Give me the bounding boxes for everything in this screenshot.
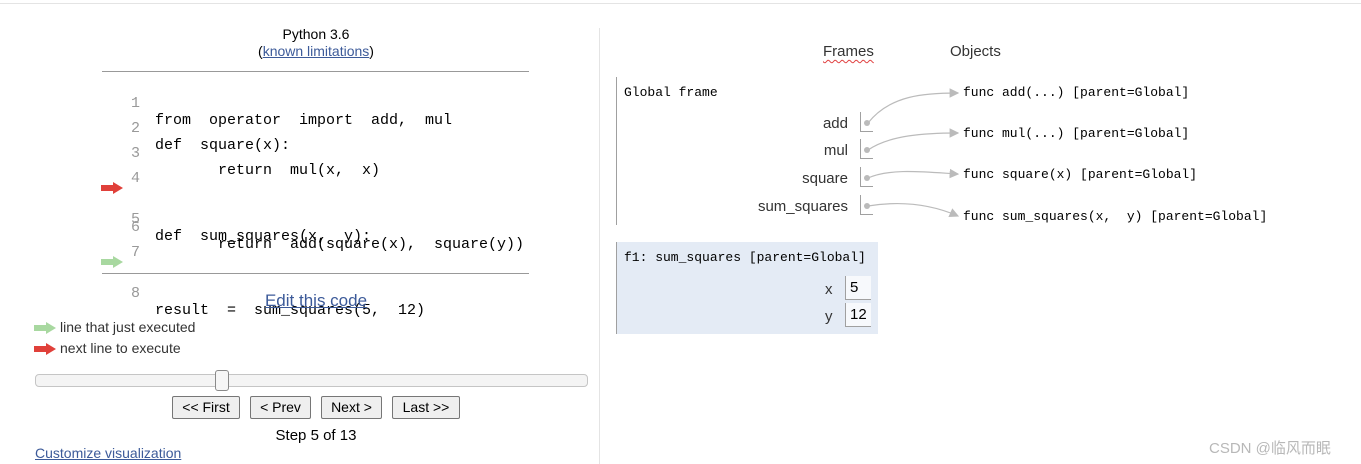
first-button[interactable]: << First: [172, 396, 240, 419]
arrow-sum-squares: [867, 203, 960, 218]
edit-code-link[interactable]: Edit this code: [264, 291, 368, 310]
top-border: [0, 3, 1361, 4]
f1-value-y: 12: [845, 303, 871, 327]
code-line: 1 from operator import add, mul: [102, 78, 529, 129]
pointer-cell: [860, 195, 873, 215]
frames-header: Frames: [823, 43, 874, 60]
arrow-mul: [867, 128, 960, 151]
pointer-cell: [860, 167, 873, 187]
code-text: def sum_squares(x, y):: [155, 228, 372, 245]
code-text: return add(square(x), square(y)): [155, 236, 525, 253]
line-number: 5: [130, 211, 140, 228]
legend-executed-text: line that just executed: [60, 319, 196, 335]
code-text: from operator import add, mul: [155, 112, 453, 129]
func-object-mul: func mul(...) [parent=Global]: [963, 126, 1190, 141]
pointer-dot: [864, 120, 870, 126]
known-limitations-link[interactable]: known limitations: [262, 43, 370, 59]
code-line-executed: 8 result = sum_squares(5, 12): [101, 251, 529, 319]
arrow-add: [867, 88, 960, 124]
func-object-add: func add(...) [parent=Global]: [963, 85, 1190, 100]
last-button[interactable]: Last >>: [392, 396, 460, 419]
code-text: return mul(x, x): [155, 162, 381, 179]
legend-next-text: next line to execute: [60, 340, 181, 356]
next-line-arrow-icon: [101, 182, 123, 194]
line-number: 8: [130, 285, 140, 302]
code-listing: 1 from operator import add, mul 2 def sq…: [101, 71, 529, 319]
watermark: CSDN @临风而眠: [1209, 440, 1331, 457]
f1-var-y: y: [825, 308, 833, 325]
objects-header: Objects: [950, 43, 1001, 60]
red-arrow-icon: [34, 343, 56, 355]
code-line: 6 return add(square(x), square(y)): [102, 202, 529, 253]
known-limitations: (known limitations): [258, 43, 374, 59]
pointer-dot: [864, 147, 870, 153]
global-var-sum-squares: sum_squares: [757, 198, 848, 215]
global-var-mul: mul: [823, 142, 848, 159]
pointer-dot: [864, 175, 870, 181]
func-object-square: func square(x) [parent=Global]: [963, 167, 1198, 182]
global-var-square: square: [802, 170, 848, 187]
line-number: 6: [130, 219, 140, 236]
code-line-current: 5 def sum_squares(x, y):: [101, 177, 529, 245]
code-line: 2 def square(x):: [102, 103, 529, 154]
f1-frame-title: f1: sum_squares [parent=Global]: [624, 250, 866, 265]
pointer-cell: [860, 139, 873, 159]
global-frame: Global frame add mul square sum_squares: [616, 77, 873, 225]
func-object-sum-squares: func sum_squares(x, y) [parent=Global]: [963, 209, 1268, 224]
code-line: 7: [102, 227, 529, 261]
global-frame-title: Global frame: [624, 85, 718, 100]
f1-frame: f1: sum_squares [parent=Global] x 5 y 12: [616, 242, 878, 334]
slider-handle[interactable]: [215, 370, 229, 391]
pointer-cell: [860, 112, 873, 132]
customize-visualization-link[interactable]: Customize visualization: [35, 445, 182, 461]
line-number: 1: [130, 95, 140, 112]
step-slider[interactable]: [35, 370, 588, 391]
code-text: def square(x):: [155, 137, 291, 154]
f1-value-x: 5: [845, 276, 871, 300]
green-arrow-icon: [34, 322, 56, 334]
line-number: 4: [130, 170, 140, 187]
code-text: result = sum_squares(5, 12): [155, 302, 426, 319]
global-var-add: add: [822, 115, 848, 132]
executed-line-arrow-icon: [101, 256, 123, 268]
f1-var-x: x: [825, 281, 833, 298]
code-line: 4: [102, 153, 529, 187]
panel-divider: [599, 28, 600, 464]
pointer-dot: [864, 203, 870, 209]
line-number: 3: [130, 145, 140, 162]
next-button[interactable]: Next >: [321, 396, 382, 419]
language-label: Python 3.6: [282, 26, 350, 42]
arrow-square: [867, 168, 960, 179]
line-number: 2: [130, 120, 140, 137]
prev-button[interactable]: < Prev: [250, 396, 311, 419]
line-number: 7: [130, 244, 140, 261]
code-line: 3 return mul(x, x): [102, 128, 529, 179]
step-counter: Step 5 of 13: [275, 427, 357, 444]
